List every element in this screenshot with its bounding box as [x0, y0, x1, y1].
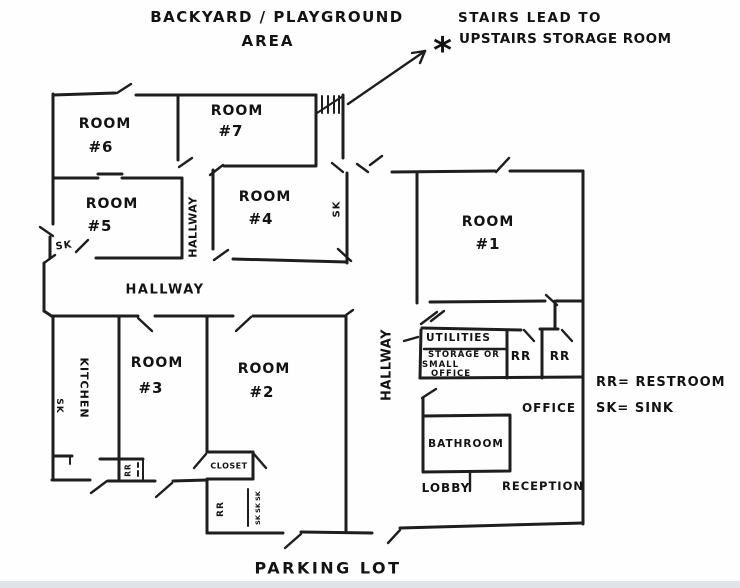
walls-hallway-vertical-doors: [336, 247, 439, 326]
room2-label: ROOM: [237, 361, 291, 377]
restroom1-label: RR: [510, 349, 532, 363]
walls-closet: [192, 450, 268, 481]
walls-hallway-left-end: [42, 253, 57, 319]
sink-room4-label: SK: [331, 200, 343, 218]
stairs-arrow-icon: [346, 49, 427, 106]
hallway-lower-vertical-label: HALLWAY: [379, 329, 395, 401]
lobby-label: LOBBY: [421, 481, 471, 495]
room3-label: ROOM: [130, 355, 184, 371]
room6-number: #6: [88, 138, 114, 156]
room6-label: ROOM: [78, 116, 132, 132]
walls-room4: [208, 161, 370, 265]
backyard-label-line1: BACKYARD / PLAYGROUND: [150, 8, 404, 26]
asterisk-icon: *: [433, 30, 453, 72]
hallway-horizontal-label: HALLWAY: [125, 282, 205, 298]
room1-number: #1: [475, 235, 501, 253]
closet-label: CLOSET: [210, 461, 248, 471]
utilities-label-line1: UTILITIES: [426, 332, 491, 344]
backyard-label-line2: AREA: [241, 32, 295, 50]
sink-kitchen-label: SK: [54, 398, 64, 414]
utilities-label-line4: OFFICE: [431, 369, 472, 379]
stairs-note-line1: STAIRS LEAD TO: [458, 10, 603, 26]
scan-edge-strip: [0, 581, 740, 588]
kitchen-label: KITCHEN: [77, 357, 91, 419]
room7-label: ROOM: [210, 103, 264, 119]
office-label: OFFICE: [521, 401, 577, 415]
parking-lot-label: PARKING LOT: [254, 558, 402, 578]
walls-lower-left-section: [50, 308, 355, 533]
rr-small-room3-label: RR: [123, 463, 133, 477]
room1-label: ROOM: [461, 214, 515, 230]
rr-hall-label: RR: [216, 501, 226, 517]
walls-room5: [38, 172, 184, 260]
legend-restroom: RR= RESTROOM: [596, 375, 726, 390]
room7-number: #7: [218, 122, 244, 140]
walls-lower-middle-section: [205, 478, 374, 550]
stairs-icon: [314, 93, 345, 167]
sinks-triple-label: SK SK SK: [254, 491, 262, 525]
utilities-label-line3: SMALL: [422, 360, 459, 370]
walls-top-rooms-6-7: [51, 82, 318, 226]
hallway-upper-vertical-label: HALLWAY: [186, 196, 200, 258]
bathroom-label: BATHROOM: [428, 438, 504, 450]
room4-label: ROOM: [238, 189, 292, 205]
sink-room5-label: SK: [54, 239, 74, 253]
walls-room1: [368, 154, 585, 526]
legend-sink: SK= SINK: [596, 401, 675, 416]
stairs-note-line2: UPSTAIRS STORAGE ROOM: [459, 31, 672, 47]
room3-number: #3: [138, 379, 164, 397]
reception-label: RECEPTION: [502, 479, 584, 493]
utilities-label-line2: STORAGE OR: [428, 350, 500, 360]
room5-number: #5: [87, 217, 113, 235]
room4-number: #4: [248, 210, 274, 228]
walls-bathroom-lobby: [386, 387, 585, 545]
restroom2-label: RR: [549, 349, 571, 363]
walls-utilities-restrooms: [402, 326, 585, 380]
room5-label: ROOM: [85, 196, 139, 212]
room2-number: #2: [249, 383, 275, 401]
